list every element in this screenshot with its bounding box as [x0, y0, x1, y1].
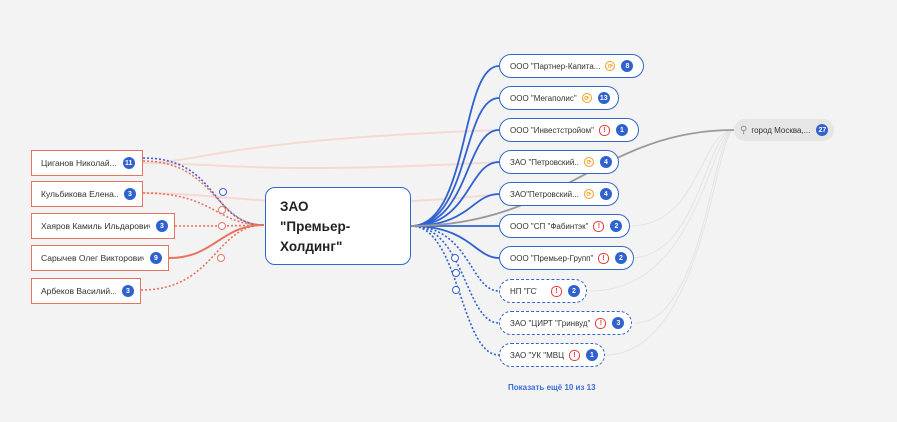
warning-icon: !: [595, 317, 607, 329]
warning-icon: !: [598, 252, 609, 264]
person-node[interactable]: Кульбикова Елена... 3: [31, 181, 143, 207]
sync-icon: ⟳: [605, 61, 616, 71]
org-name: ООО "Премьер-Групп": [510, 253, 593, 263]
count-badge: 2: [615, 252, 627, 264]
org-node[interactable]: ЗАО "УК "МВЦ" ! 1: [499, 343, 605, 367]
count-badge: 27: [816, 124, 829, 136]
person-name: Циганов Николай...: [41, 158, 117, 168]
org-node[interactable]: ООО "Партнер-Капита... ⟳ 8: [499, 54, 644, 78]
person-node[interactable]: Сарычев Олег Викторович 9: [31, 245, 169, 271]
count-badge: 11: [122, 157, 135, 169]
person-name: Хаяров Камиль Ильдарович: [41, 221, 150, 231]
org-node[interactable]: ООО "Мегаполис" ⟳ 13: [499, 86, 619, 110]
org-node[interactable]: ЗАО"Петровский... ⟳ 4: [499, 182, 619, 206]
location-name: город Москва,...: [751, 125, 811, 135]
sync-icon: ⟳: [583, 189, 594, 199]
count-badge: 1: [615, 124, 628, 136]
org-name: ЗАО "ЦИРТ "Гринвуд": [510, 318, 591, 328]
count-badge: 4: [599, 188, 612, 200]
show-more-link[interactable]: Показать ещё 10 из 13: [508, 383, 596, 392]
person-node[interactable]: Циганов Николай... 11: [31, 150, 143, 176]
org-node[interactable]: ЗАО "ЦИРТ "Гринвуд" ! 3: [499, 311, 632, 335]
count-badge: 8: [621, 60, 634, 72]
org-name: ЗАО "Петровский...: [510, 157, 579, 167]
org-name: ЗАО "УК "МВЦ": [510, 350, 564, 360]
count-badge: 3: [122, 285, 134, 297]
org-node[interactable]: ООО "Премьер-Групп" ! 2: [499, 246, 634, 270]
warning-icon: !: [569, 349, 580, 361]
location-node[interactable]: ⚲ город Москва,... 27: [734, 119, 835, 141]
warning-icon: !: [593, 220, 605, 232]
count-badge: 1: [586, 349, 598, 361]
person-name: Кульбикова Елена...: [41, 189, 118, 199]
org-name: ООО "Инвестстройом": [510, 125, 594, 135]
count-badge: 2: [568, 285, 580, 297]
warning-icon: !: [551, 285, 562, 297]
sync-icon: ⟳: [584, 157, 594, 167]
org-name: ООО "Мегаполис": [510, 93, 577, 103]
location-pin-icon: ⚲: [740, 124, 748, 136]
sync-icon: ⟳: [581, 93, 592, 103]
count-badge: 2: [610, 220, 623, 232]
warning-icon: !: [598, 124, 610, 136]
person-node[interactable]: Арбеков Василий... 3: [31, 278, 141, 304]
org-name: ООО "СП "Фабинтэк": [510, 221, 589, 231]
company-name-line: ЗАО: [280, 199, 309, 214]
org-node[interactable]: ЗАО "Петровский... ⟳ 4: [499, 150, 619, 174]
company-name-line: "Премьер-: [280, 219, 351, 234]
org-node[interactable]: ООО "СП "Фабинтэк" ! 2: [499, 214, 630, 238]
central-company-node[interactable]: ЗАО "Премьер- Холдинг": [265, 187, 411, 265]
person-name: Сарычев Олег Викторович: [41, 253, 144, 263]
count-badge: 13: [597, 92, 610, 104]
person-node[interactable]: Хаяров Камиль Ильдарович 3: [31, 213, 175, 239]
count-badge: 3: [156, 220, 168, 232]
company-name-line: Холдинг": [280, 239, 343, 254]
count-badge: 3: [612, 317, 625, 329]
person-name: Арбеков Василий...: [41, 286, 116, 296]
org-name: ЗАО"Петровский...: [510, 189, 579, 199]
count-badge: 3: [124, 188, 136, 200]
org-node[interactable]: НП "ГС" ! 2: [499, 279, 587, 303]
org-name: ООО "Партнер-Капита...: [510, 61, 601, 71]
org-node[interactable]: ООО "Инвестстройом" ! 1: [499, 118, 639, 142]
count-badge: 9: [150, 252, 162, 264]
org-name: НП "ГС": [510, 286, 537, 296]
count-badge: 4: [600, 156, 612, 168]
